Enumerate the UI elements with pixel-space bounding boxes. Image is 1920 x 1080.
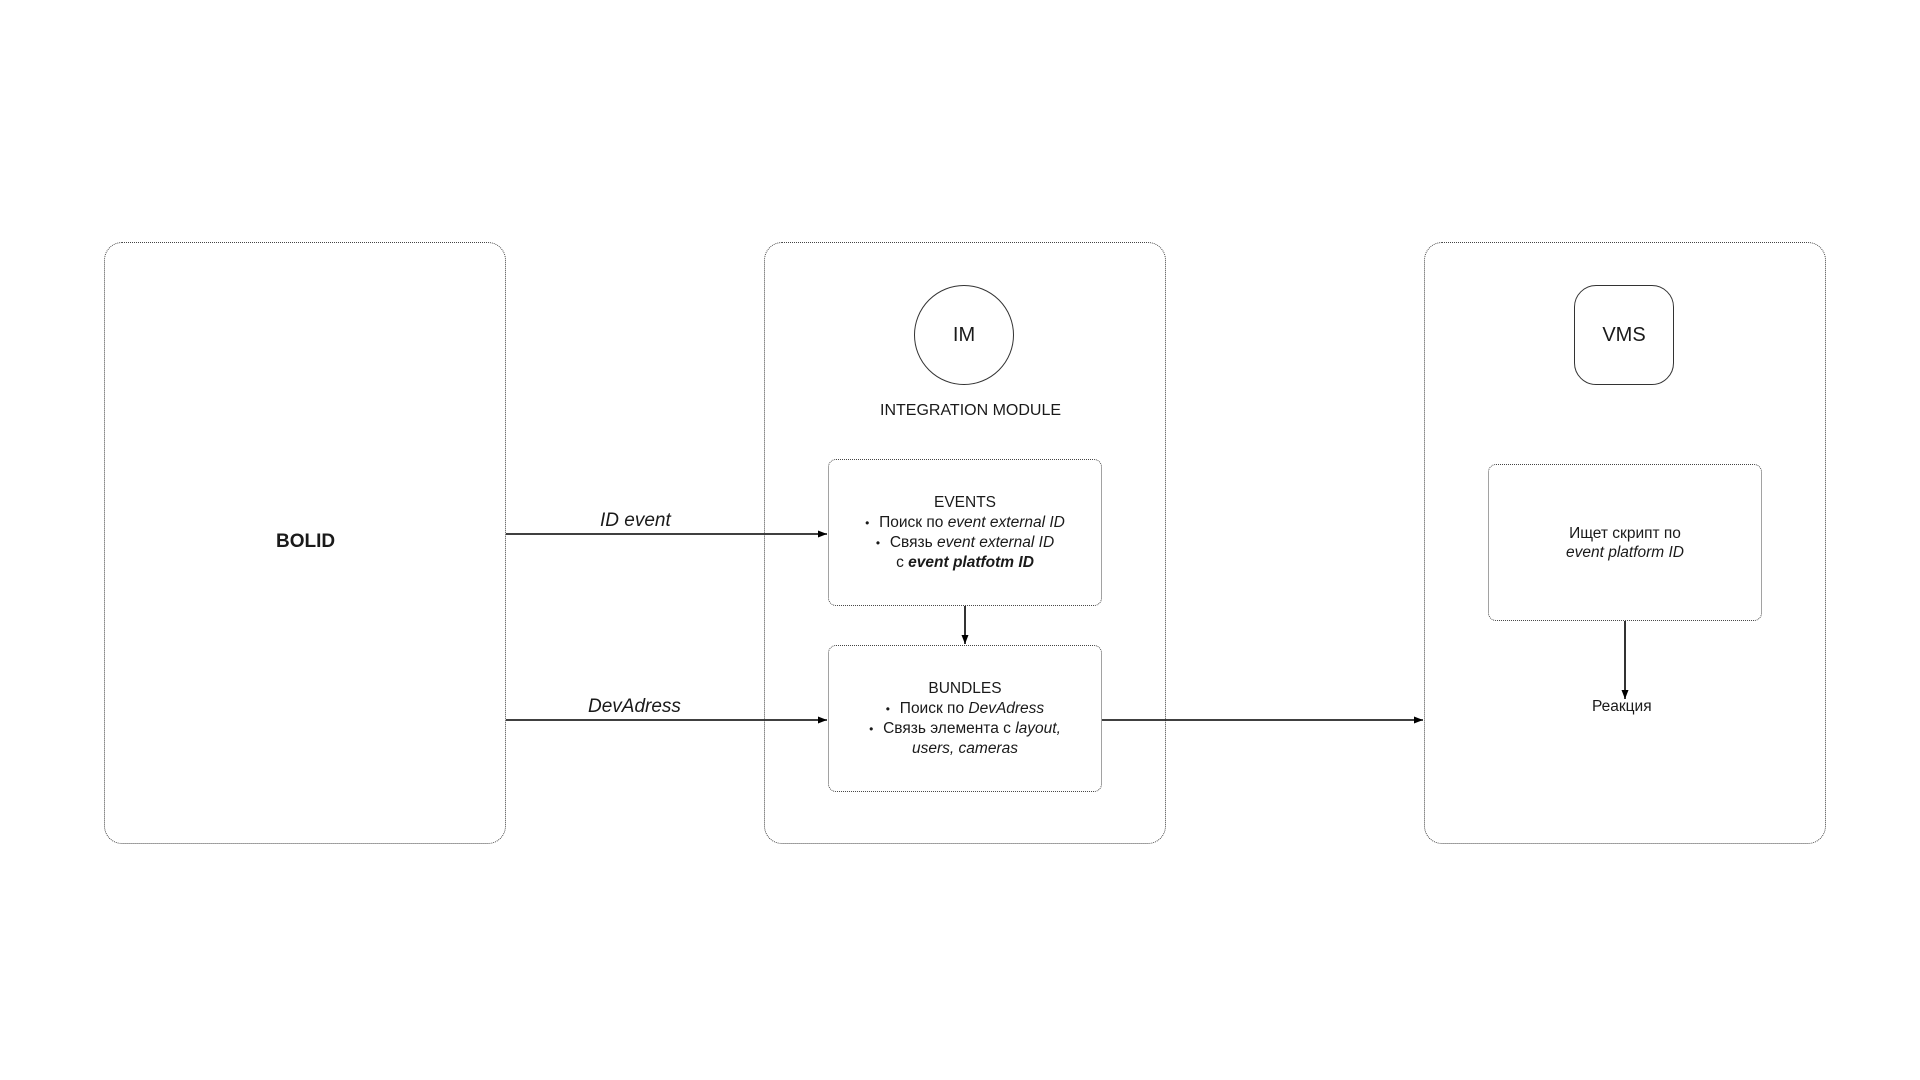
bolid-label: BOLID bbox=[276, 531, 336, 552]
integration-module-label: INTEGRATION MODULE bbox=[880, 402, 1062, 419]
events-item-search: •Поиск по event external ID bbox=[865, 514, 1065, 531]
bullet-marker: • bbox=[869, 722, 874, 736]
vms-script-line1: Ищет скрипт по bbox=[1569, 524, 1681, 542]
events-item-link-cont: с event platfotm ID bbox=[896, 554, 1034, 571]
vms-node-label: VMS bbox=[1602, 323, 1646, 346]
bundles-item-search: •Поиск по DevAdress bbox=[885, 700, 1045, 717]
bullet-marker: • bbox=[865, 516, 870, 530]
events-list: •Поиск по event external ID •Связь event… bbox=[865, 513, 1065, 572]
bullet-marker: • bbox=[885, 702, 890, 716]
events-box: EVENTS •Поиск по event external ID •Связ… bbox=[828, 459, 1102, 606]
events-title: EVENTS bbox=[933, 494, 996, 511]
bundles-title: BUNDLES bbox=[928, 680, 1002, 697]
vms-panel bbox=[1424, 242, 1826, 844]
bundles-item-link: •Связь элемента с layout, bbox=[869, 720, 1061, 737]
im-node: IM bbox=[914, 285, 1014, 385]
vms-script-box: Ищет скрипт по event platform ID bbox=[1488, 464, 1762, 621]
edge-label-id-event: ID event bbox=[600, 510, 671, 531]
vms-script-line2: event platform ID bbox=[1565, 543, 1685, 561]
bolid-panel bbox=[104, 242, 506, 844]
im-node-label: IM bbox=[952, 323, 976, 346]
integration-module-panel bbox=[764, 242, 1166, 844]
bundles-item-link-cont: users, cameras bbox=[912, 740, 1018, 757]
edge-label-devadress: DevAdress bbox=[588, 696, 681, 717]
events-item-link: •Связь event external ID bbox=[875, 534, 1055, 551]
bullet-marker: • bbox=[875, 536, 881, 550]
reaction-label: Реакция bbox=[1592, 698, 1652, 715]
bundles-list: •Поиск по DevAdress •Связь элемента с la… bbox=[869, 699, 1061, 758]
vms-node: VMS bbox=[1574, 285, 1674, 385]
bundles-box: BUNDLES •Поиск по DevAdress •Связь элеме… bbox=[828, 645, 1102, 792]
